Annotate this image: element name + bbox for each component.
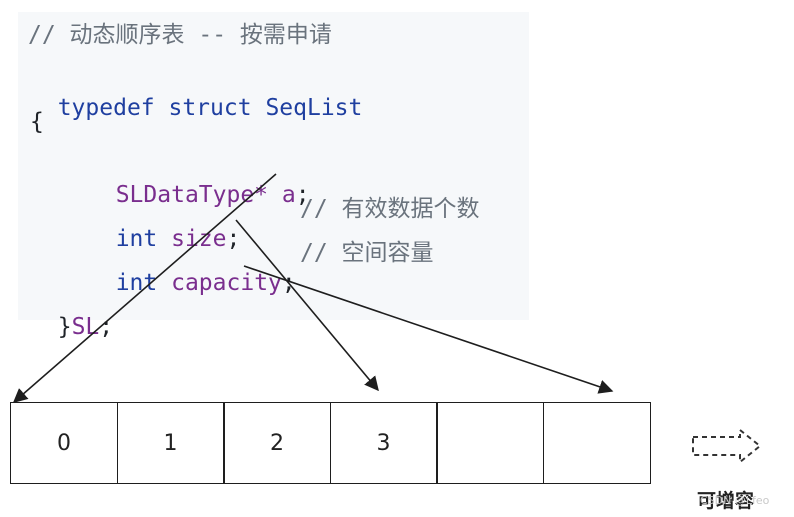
code-comment-title: // 动态顺序表 -- 按需申请 (28, 22, 332, 48)
member-size-comment: // 有效数据个数 (300, 196, 480, 222)
member-size-type: int (115, 226, 158, 252)
member-size-name: size (171, 226, 227, 252)
member-a-semicolon: ; (295, 182, 310, 208)
struct-name: SeqList (265, 95, 363, 121)
array-cells: 0 1 2 3 (10, 402, 651, 484)
arrow-a-to-start (12, 173, 277, 403)
code-close-line: }SL; (30, 282, 113, 342)
close-semicolon: ; (99, 314, 114, 340)
code-typedef-line: typedef struct SeqList (30, 63, 363, 123)
array-cell (436, 402, 544, 484)
array-cell: 2 (223, 402, 331, 484)
watermark: CSDN @Lfeo (700, 494, 770, 507)
typedef-struct-keywords: typedef struct (57, 95, 252, 121)
code-member-capacity: int capacity; (88, 238, 296, 298)
member-capacity-comment: // 空间容量 (300, 240, 434, 266)
array-cell (542, 402, 651, 484)
array-cell: 3 (329, 402, 438, 484)
arrow-capacity-to-end (243, 265, 614, 394)
member-size-semicolon: ; (226, 226, 241, 252)
code-open-brace: { (30, 109, 44, 135)
code-member-size: int size; (88, 194, 241, 254)
arrow-size-to-index (235, 219, 379, 392)
close-brace: } (57, 314, 72, 340)
code-block (18, 12, 529, 320)
typedef-alias: SL (71, 314, 100, 340)
member-a-name: a (281, 182, 296, 208)
expand-label: 可增容 (697, 490, 755, 512)
array-cell: 1 (116, 402, 225, 484)
expand-arrow-icon (692, 427, 762, 465)
array-cell: 0 (10, 402, 118, 484)
member-capacity-name: capacity (171, 270, 282, 296)
